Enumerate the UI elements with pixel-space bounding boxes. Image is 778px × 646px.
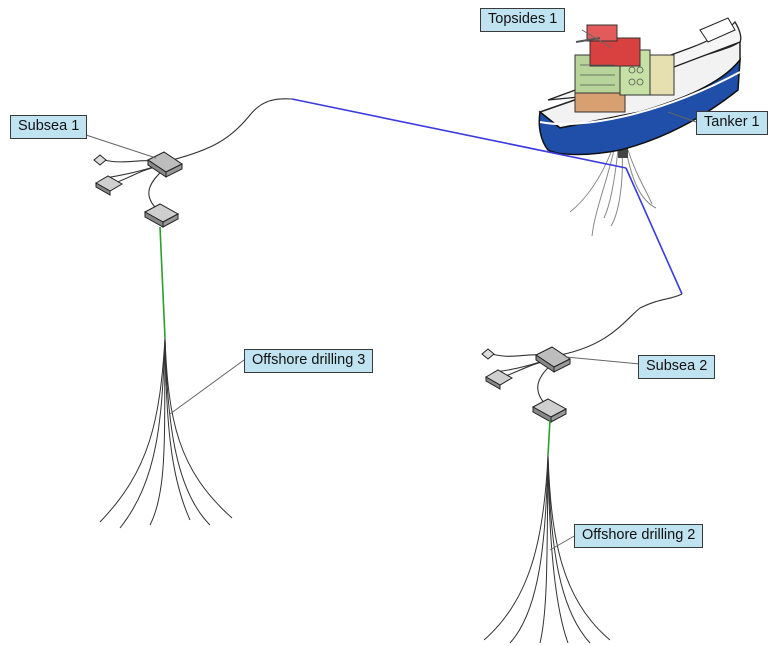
- tanker-ship-icon: [538, 17, 742, 237]
- leader-lines: [79, 29, 697, 551]
- label-topsides-1: Topsides 1: [480, 8, 566, 32]
- drilling-well-icon: [99, 337, 233, 529]
- label-offshore-drilling-3: Offshore drilling 3: [244, 349, 374, 373]
- drilling-riser: [159, 226, 551, 456]
- label-subsea-2: Subsea 2: [638, 355, 716, 379]
- subsea-template-icon: [481, 346, 571, 423]
- subsea-template-icon: [93, 151, 183, 228]
- export-pipeline: [291, 98, 683, 295]
- label-offshore-drilling-2: Offshore drilling 2: [574, 524, 704, 548]
- label-subsea-1: Subsea 1: [10, 115, 88, 139]
- label-tanker-1: Tanker 1: [696, 111, 768, 135]
- drilling-well-icon: [483, 454, 611, 644]
